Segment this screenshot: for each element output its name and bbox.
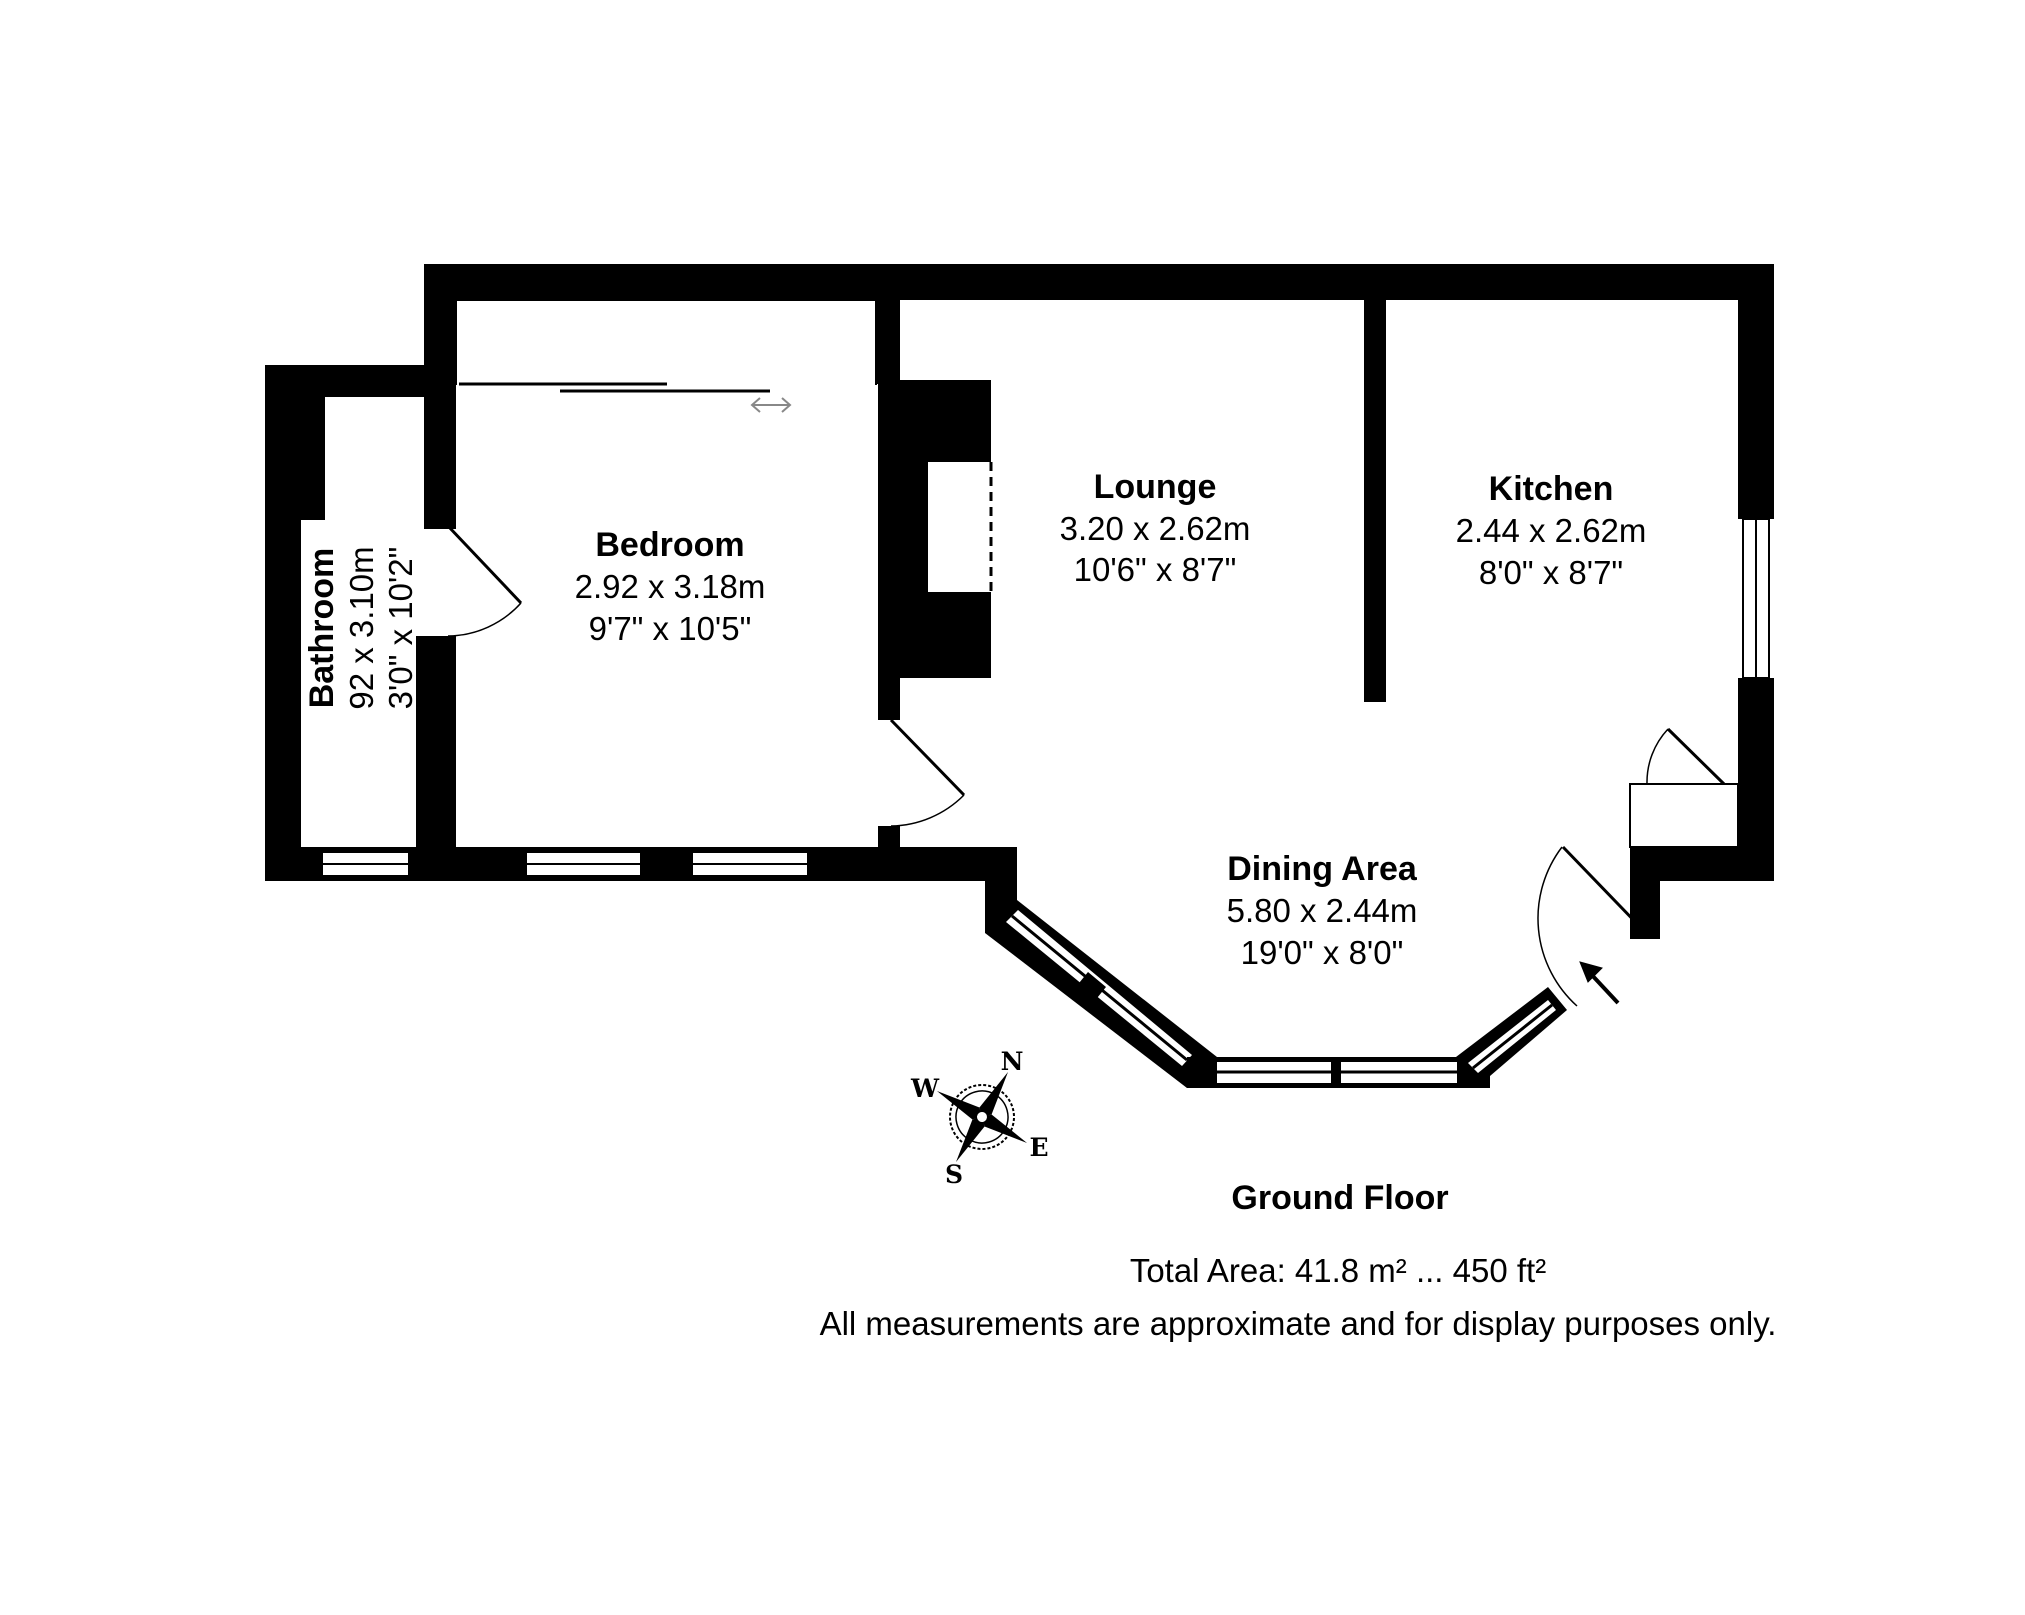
wall-top xyxy=(424,264,1774,300)
label-bathroom: Bathroom 92 x 3.10m 3'0" x 10'2" xyxy=(303,546,419,709)
room-imperial-dining: 19'0" x 8'0" xyxy=(1241,934,1404,971)
room-name-bathroom: Bathroom xyxy=(303,548,341,709)
room-metric-bathroom: 92 x 3.10m xyxy=(343,546,380,709)
room-imperial-kitchen: 8'0" x 8'7" xyxy=(1479,554,1623,591)
door-bathroom xyxy=(446,524,523,637)
room-name-lounge: Lounge xyxy=(1094,468,1217,506)
room-metric-dining: 5.80 x 2.44m xyxy=(1227,892,1418,929)
bay-bottom-mullion xyxy=(1331,1057,1341,1088)
room-metric-kitchen: 2.44 x 2.62m xyxy=(1456,512,1647,549)
wall-bedroom-lounge-bottom xyxy=(878,826,900,856)
kitchen-cupboard xyxy=(1629,783,1739,848)
wall-lounge-kitchen xyxy=(1364,264,1386,702)
bay-walls xyxy=(985,900,1567,1088)
wall-entrance-post xyxy=(1630,847,1660,939)
room-imperial-bathroom: 3'0" x 10'2" xyxy=(382,547,419,710)
compass-north: N xyxy=(1001,1047,1024,1076)
room-name-bedroom: Bedroom xyxy=(595,526,744,564)
room-name-dining: Dining Area xyxy=(1227,850,1418,888)
wall-bedroom-left-bottom xyxy=(416,636,456,881)
room-imperial-bedroom: 9'7" x 10'5" xyxy=(589,610,752,647)
label-lounge: Lounge 3.20 x 2.62m 10'6" x 8'7" xyxy=(1060,468,1251,588)
compass-icon xyxy=(936,1071,1028,1163)
bay-left-mullion xyxy=(1075,972,1106,1003)
compass-south: S xyxy=(945,1160,963,1189)
disclaimer: All measurements are approximate and for… xyxy=(820,1305,1777,1342)
label-dining: Dining Area 5.80 x 2.44m 19'0" x 8'0" xyxy=(1227,850,1418,971)
room-name-kitchen: Kitchen xyxy=(1489,470,1614,508)
windows xyxy=(321,518,1770,877)
room-imperial-lounge: 10'6" x 8'7" xyxy=(1074,551,1237,588)
total-area: Total Area: 41.8 m² ... 450 ft² xyxy=(1130,1252,1546,1289)
doors xyxy=(446,524,1726,1007)
wall-right-upper xyxy=(1738,264,1774,519)
door-entrance xyxy=(1537,845,1647,1007)
door-bedroom xyxy=(889,718,966,827)
fireplace-recess xyxy=(928,462,991,592)
wall-bedroom-lounge-top xyxy=(876,264,900,384)
wardrobe xyxy=(455,299,877,413)
floor-title: Ground Floor xyxy=(1231,1179,1448,1217)
entrance-arrow-icon xyxy=(1579,961,1620,1005)
label-kitchen: Kitchen 2.44 x 2.62m 8'0" x 8'7" xyxy=(1456,470,1647,591)
label-bedroom: Bedroom 2.92 x 3.18m 9'7" x 10'5" xyxy=(575,526,766,647)
door-cupboard xyxy=(1646,727,1726,786)
room-metric-lounge: 3.20 x 2.62m xyxy=(1060,510,1251,547)
wall-bathroom-left-block xyxy=(265,365,325,520)
sliding-arrow-icon xyxy=(750,397,792,413)
bay-right-window-line xyxy=(1472,1003,1553,1070)
room-metric-bedroom: 2.92 x 3.18m xyxy=(575,568,766,605)
compass-east: E xyxy=(1029,1133,1048,1162)
compass-west: W xyxy=(910,1074,940,1103)
